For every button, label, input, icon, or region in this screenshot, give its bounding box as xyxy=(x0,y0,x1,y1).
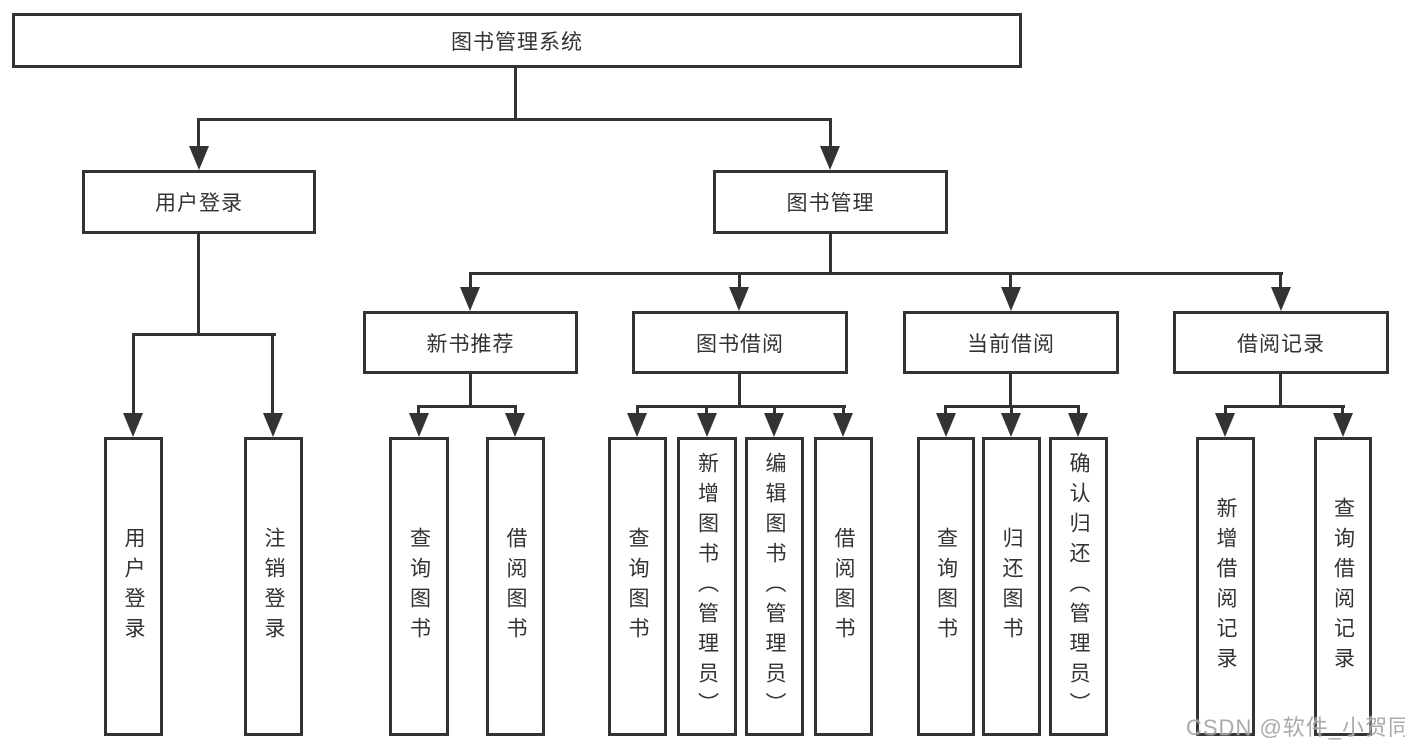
leaf-borrow-add-book-admin: 新增图书（管理员） xyxy=(677,437,737,736)
node-book-borrow: 图书借阅 xyxy=(632,311,848,374)
connector-stem xyxy=(829,234,832,275)
arrowhead-down-icon xyxy=(729,287,749,311)
leaf-newbook-query-book-label: 查询图书 xyxy=(407,526,431,647)
leaf-borrow-edit-book-admin-label: 编辑图书（管理员） xyxy=(763,451,786,722)
leaf-logout-login: 注销登录 xyxy=(244,437,303,736)
leaf-newbook-query-book: 查询图书 xyxy=(389,437,449,736)
connector-bar xyxy=(1224,405,1345,408)
arrowhead-down-icon xyxy=(409,413,429,437)
leaf-logout-login-label: 注销登录 xyxy=(262,526,285,647)
connector-stem xyxy=(469,272,472,290)
node-user-login: 用户登录 xyxy=(82,170,316,234)
connector-stem xyxy=(271,333,274,416)
arrowhead-down-icon xyxy=(1068,413,1088,437)
connector-level3-bar xyxy=(469,272,1283,275)
node-current-borrow: 当前借阅 xyxy=(903,311,1119,374)
arrowhead-down-icon xyxy=(1001,287,1021,311)
connector-stem xyxy=(514,405,517,416)
leaf-borrow-query-book-label: 查询图书 xyxy=(626,526,649,647)
node-book-management-label: 图书管理 xyxy=(786,192,875,215)
connector-stem xyxy=(738,374,741,408)
connector-stem xyxy=(829,118,832,150)
leaf-records-query-record-label: 查询借阅记录 xyxy=(1331,496,1355,677)
arrowhead-down-icon xyxy=(697,413,717,437)
leaf-borrow-query-book: 查询图书 xyxy=(608,437,667,736)
arrowhead-down-icon xyxy=(505,413,525,437)
connector-stem xyxy=(1224,405,1227,416)
connector-stem xyxy=(1279,374,1282,408)
arrowhead-down-icon xyxy=(189,146,209,170)
connector-stem xyxy=(705,405,708,416)
node-root-label: 图书管理系统 xyxy=(451,30,583,54)
node-current-borrow-label: 当前借阅 xyxy=(967,332,1055,356)
node-book-management: 图书管理 xyxy=(713,170,948,234)
connector-stem xyxy=(417,405,420,416)
arrowhead-down-icon xyxy=(460,287,480,311)
leaf-current-confirm-return-admin: 确认归还（管理员） xyxy=(1049,437,1108,736)
connector-stem xyxy=(773,405,776,416)
node-user-login-label: 用户登录 xyxy=(155,192,243,215)
connector-stem xyxy=(1010,405,1013,416)
connector-stem xyxy=(197,118,200,150)
connector-bar xyxy=(417,405,517,408)
arrowhead-down-icon xyxy=(1333,413,1353,437)
connector-stem xyxy=(842,405,845,416)
connector-stem xyxy=(944,405,947,416)
leaf-borrow-borrow-book-label: 借阅图书 xyxy=(832,526,855,647)
connector-bar xyxy=(132,333,276,336)
arrowhead-down-icon xyxy=(833,413,853,437)
arrowhead-down-icon xyxy=(936,413,956,437)
leaf-borrow-add-book-admin-label: 新增图书（管理员） xyxy=(695,451,719,722)
leaf-current-return-book-label: 归还图书 xyxy=(1000,526,1023,647)
connector-stem xyxy=(1009,374,1012,408)
connector-level2-bar xyxy=(197,118,832,121)
leaf-newbook-borrow-book: 借阅图书 xyxy=(486,437,545,736)
arrowhead-down-icon xyxy=(627,413,647,437)
leaf-current-query-book: 查询图书 xyxy=(917,437,975,736)
leaf-borrow-edit-book-admin: 编辑图书（管理员） xyxy=(745,437,804,736)
arrowhead-down-icon xyxy=(1215,413,1235,437)
connector-bar xyxy=(636,405,846,408)
csdn-watermark: CSDN @软件_小贺同学 xyxy=(1186,715,1405,740)
leaf-user-login-label: 用户登录 xyxy=(122,526,145,647)
arrowhead-down-icon xyxy=(764,413,784,437)
arrowhead-down-icon xyxy=(1001,413,1021,437)
connector-root-stem xyxy=(514,68,517,118)
connector-stem xyxy=(197,234,200,336)
arrowhead-down-icon xyxy=(820,146,840,170)
node-book-borrow-label: 图书借阅 xyxy=(696,332,784,356)
node-new-book-recommend: 新书推荐 xyxy=(363,311,578,374)
leaf-newbook-borrow-book-label: 借阅图书 xyxy=(504,526,527,647)
connector-stem xyxy=(1341,405,1344,416)
leaf-current-query-book-label: 查询图书 xyxy=(934,526,958,647)
connector-stem xyxy=(1009,272,1012,290)
leaf-current-confirm-return-admin-label: 确认归还（管理员） xyxy=(1067,451,1090,722)
leaf-records-add-record: 新增借阅记录 xyxy=(1196,437,1255,736)
leaf-borrow-borrow-book: 借阅图书 xyxy=(814,437,873,736)
arrowhead-down-icon xyxy=(263,413,283,437)
connector-stem xyxy=(636,405,639,416)
leaf-records-add-record-label: 新增借阅记录 xyxy=(1214,496,1237,677)
connector-stem xyxy=(1077,405,1080,416)
connector-stem xyxy=(132,333,135,416)
node-borrow-records-label: 借阅记录 xyxy=(1237,332,1325,356)
connector-stem xyxy=(1279,272,1282,290)
node-borrow-records: 借阅记录 xyxy=(1173,311,1389,374)
arrowhead-down-icon xyxy=(1271,287,1291,311)
node-root: 图书管理系统 xyxy=(12,13,1022,68)
leaf-user-login: 用户登录 xyxy=(104,437,163,736)
node-new-book-recommend-label: 新书推荐 xyxy=(426,332,515,356)
connector-stem xyxy=(469,374,472,408)
leaf-records-query-record: 查询借阅记录 xyxy=(1314,437,1372,736)
arrowhead-down-icon xyxy=(123,413,143,437)
connector-stem xyxy=(738,272,741,290)
leaf-current-return-book: 归还图书 xyxy=(982,437,1041,736)
